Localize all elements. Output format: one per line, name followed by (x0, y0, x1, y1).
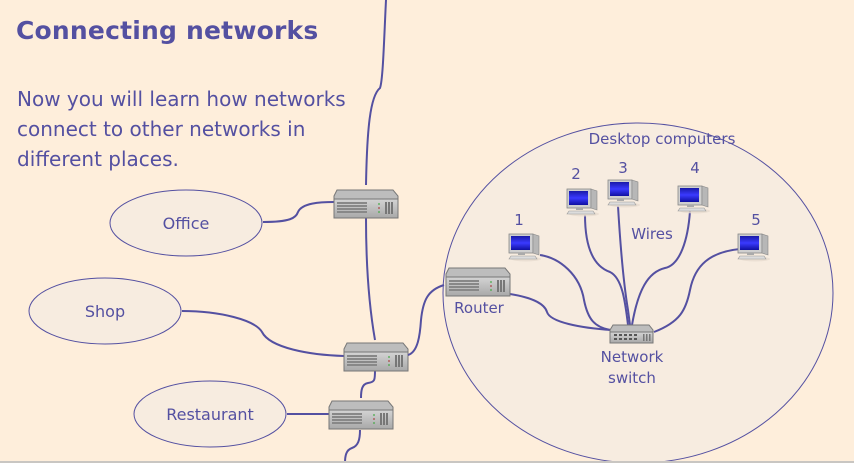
office-wire (262, 201, 335, 223)
wire-computer-3 (617, 205, 631, 326)
bottom-divider (0, 461, 854, 463)
place-office (109, 189, 263, 257)
restaurant-router-icon (328, 400, 394, 430)
wire-computer-1 (539, 254, 611, 331)
switch-label-line2: switch (608, 369, 656, 387)
computer-5-icon (737, 233, 771, 262)
network-switch-icon (609, 324, 654, 344)
backbone-wire (365, 0, 387, 186)
computer-2-label: 2 (571, 165, 581, 183)
computer-4-label: 4 (690, 159, 700, 177)
wire-computer-4 (631, 210, 691, 326)
router-icon (445, 267, 511, 297)
place-label-office: Office (163, 214, 210, 233)
computer-2-icon (566, 188, 600, 217)
place-shop (28, 277, 182, 345)
router-label: Router (454, 299, 505, 317)
computer-5-label: 5 (751, 211, 761, 229)
intro-text: Now you will learn how networks connect … (17, 87, 346, 171)
switch-label-line1: Network (601, 348, 664, 366)
wire-router-switch (509, 293, 613, 331)
backbone-wire (360, 369, 376, 399)
place-label-shop: Shop (85, 302, 125, 321)
backbone-wire (365, 217, 376, 341)
computer-3-label: 3 (618, 159, 628, 177)
place-label-restaurant: Restaurant (166, 405, 254, 424)
backbone-wire (344, 429, 361, 463)
office-router-icon (333, 189, 399, 219)
computer-3-icon (607, 179, 641, 208)
computer-4-icon (677, 185, 711, 214)
shop-router-icon (343, 342, 409, 372)
place-restaurant (133, 380, 287, 448)
desktop-computers-heading: Desktop computers (589, 130, 736, 148)
local-network-area (442, 122, 834, 463)
computer-1-label: 1 (514, 211, 524, 229)
wires-label: Wires (631, 225, 673, 243)
wire-computer-5 (653, 248, 741, 333)
uplink-wire (407, 284, 445, 356)
shop-wire (181, 310, 345, 357)
wire-computer-2 (584, 214, 629, 326)
computer-1-icon (508, 233, 542, 262)
page-title: Connecting networks (16, 16, 319, 45)
